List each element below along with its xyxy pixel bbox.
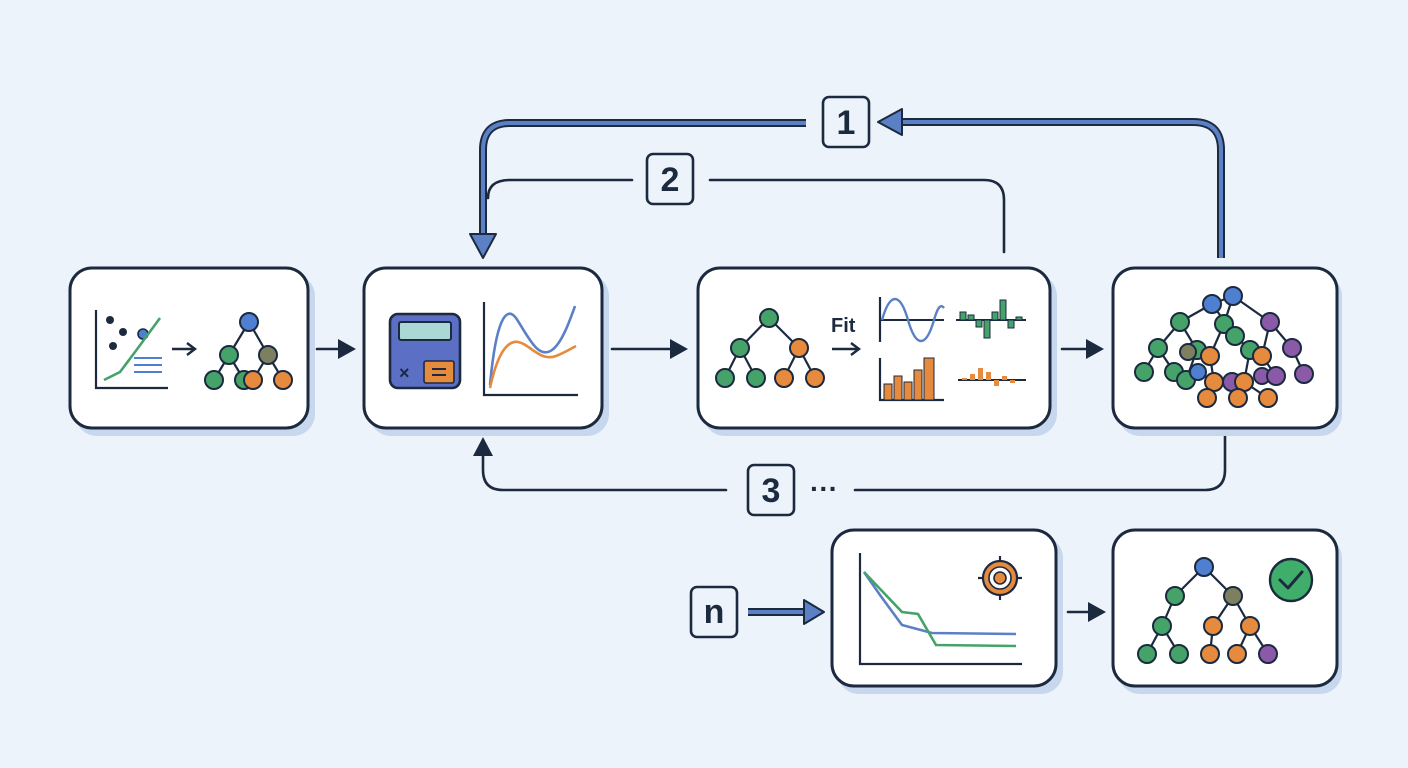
stage-2-compute-gradients: × bbox=[362, 266, 609, 436]
svg-text:1: 1 bbox=[837, 104, 856, 142]
flow-arrow-n-5 bbox=[748, 599, 825, 625]
arrow-small bbox=[172, 342, 197, 356]
target-icon bbox=[978, 556, 1022, 600]
stage-5-loss-convergence bbox=[830, 528, 1063, 694]
stage-1-data-to-tree bbox=[68, 266, 315, 436]
flow-arrow-3-4 bbox=[1060, 339, 1104, 359]
flow-arrow-2-3 bbox=[610, 339, 688, 359]
loop-2-arrow bbox=[486, 178, 1006, 254]
badge-n: n bbox=[689, 585, 739, 639]
scatter-plot-icon bbox=[94, 310, 168, 390]
badge-2: 2 bbox=[645, 152, 695, 206]
stage-4-ensemble bbox=[1111, 266, 1342, 436]
decision-tree-icon bbox=[1137, 557, 1278, 664]
flow-arrow-1-2 bbox=[315, 339, 356, 359]
svg-text:2: 2 bbox=[661, 161, 680, 199]
svg-text:3: 3 bbox=[762, 472, 781, 510]
curve-chart-icon bbox=[482, 302, 578, 397]
ensemble-forest-icon bbox=[1134, 286, 1314, 408]
flow-arrow-5-6 bbox=[1066, 602, 1106, 622]
loop-3-arrow bbox=[473, 428, 1227, 492]
calculator-icon: × bbox=[388, 312, 462, 390]
decision-tree-icon bbox=[715, 308, 825, 388]
fit-arrow bbox=[832, 342, 861, 356]
residual-small-icon bbox=[958, 368, 1026, 386]
fit-label: Fit bbox=[831, 315, 856, 337]
stage-3-fit-residuals: Fit bbox=[696, 266, 1057, 436]
check-circle-icon bbox=[1268, 557, 1314, 603]
svg-text:n: n bbox=[704, 593, 725, 631]
svg-text:×: × bbox=[399, 363, 410, 383]
residual-bars-icon bbox=[956, 299, 1026, 339]
sine-fit-icon bbox=[878, 297, 945, 342]
badge-3: 3 bbox=[746, 463, 796, 517]
decision-tree-icon bbox=[204, 312, 293, 390]
histogram-icon bbox=[878, 357, 944, 402]
ellipsis: ··· bbox=[810, 473, 838, 504]
badge-1: 1 bbox=[821, 95, 871, 149]
loop-1-arrow bbox=[469, 108, 1225, 259]
stage-6-final-model bbox=[1111, 528, 1342, 694]
loss-curve-icon bbox=[858, 553, 1022, 666]
